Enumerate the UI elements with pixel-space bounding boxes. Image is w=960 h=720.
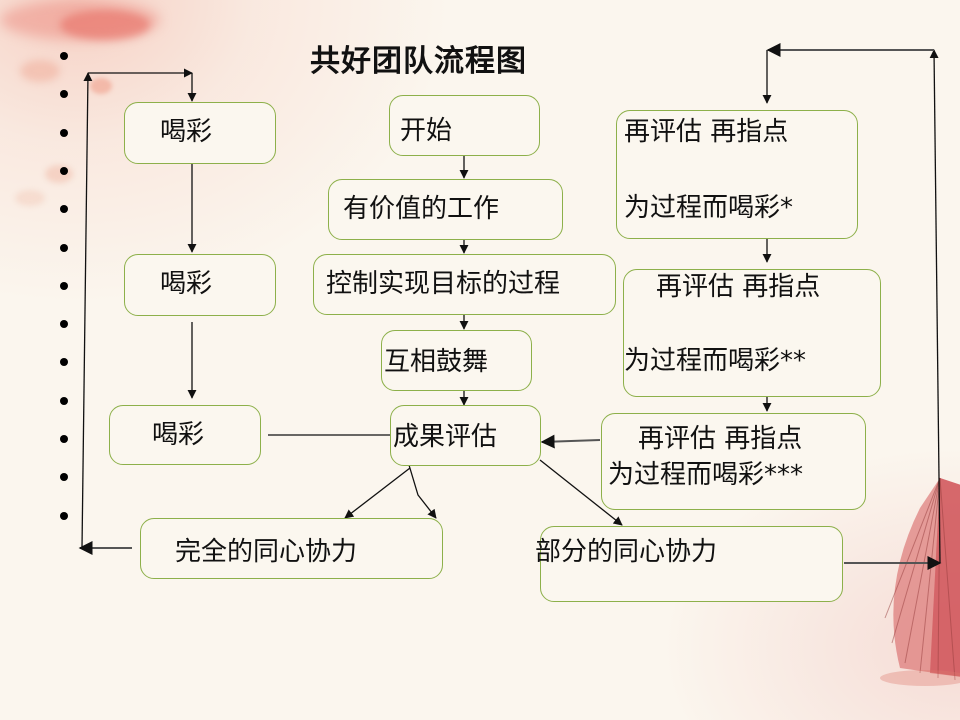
bullet-dot <box>60 473 68 482</box>
arrow-reeval3-result <box>540 434 601 449</box>
bullet-dot <box>60 281 68 290</box>
node-label-line2: 为过程而喝彩** <box>624 346 807 376</box>
bullet-dot <box>60 128 68 137</box>
arrow-loop-left-up <box>81 72 93 549</box>
arrow-loop-right-up <box>929 49 941 564</box>
node-label-line1: 再评估 再指点 <box>624 117 789 147</box>
bullet-dot <box>60 166 68 175</box>
bullet-dot <box>60 511 68 520</box>
node-cheer-2: 喝彩 <box>124 254 276 316</box>
bullet-dot <box>60 435 68 443</box>
node-full-unity: 完全的同心协力 <box>140 518 443 579</box>
bullet-dot <box>60 320 68 329</box>
bullet-dot <box>60 90 68 99</box>
node-cheer-3: 喝彩 <box>109 405 261 465</box>
node-label: 开始 <box>400 116 453 146</box>
node-cheer-1: 喝彩 <box>124 102 276 164</box>
node-label: 完全的同心协力 <box>175 537 358 567</box>
node-label: 成果评估 <box>393 422 498 452</box>
node-label-line1: 再评估 再指点 <box>638 424 803 454</box>
node-label: 喝彩 <box>160 117 213 147</box>
arrow-result-full <box>344 467 411 519</box>
node-label: 有价值的工作 <box>343 194 500 224</box>
bullet-dot <box>60 205 68 214</box>
node-start: 开始 <box>389 95 540 156</box>
arrow-result-partial <box>539 459 623 526</box>
diagram-title: 共好团队流程图 <box>310 44 527 79</box>
node-reevaluate-3: 再评估 再指点 为过程而喝彩*** <box>601 413 866 510</box>
node-reevaluate-2: 再评估 再指点 为过程而喝彩** <box>623 269 881 397</box>
bullet-dot <box>60 243 68 252</box>
node-label-line2: 为过程而喝彩*** <box>608 460 804 490</box>
node-label-line1: 再评估 再指点 <box>656 272 821 302</box>
node-label: 喝彩 <box>160 269 213 299</box>
node-label: 部分的同心协力 <box>535 537 718 567</box>
bullet-dot <box>60 358 68 367</box>
node-label: 互相鼓舞 <box>384 347 489 377</box>
bullet-dot <box>60 52 68 60</box>
node-valuable-work: 有价值的工作 <box>328 179 563 240</box>
node-mutual-encourage: 互相鼓舞 <box>381 330 532 391</box>
arrow-result-full-2 <box>403 454 437 519</box>
node-result-evaluation: 成果评估 <box>390 405 541 466</box>
node-label: 喝彩 <box>152 420 205 450</box>
node-control-process: 控制实现目标的过程 <box>313 254 616 315</box>
bullet-dot <box>60 396 68 405</box>
node-reevaluate-1: 再评估 再指点 为过程而喝彩* <box>616 110 858 239</box>
node-label: 控制实现目标的过程 <box>326 269 561 299</box>
node-partial-unity: 部分的同心协力 <box>535 526 843 602</box>
node-label-line2: 为过程而喝彩* <box>624 193 794 223</box>
